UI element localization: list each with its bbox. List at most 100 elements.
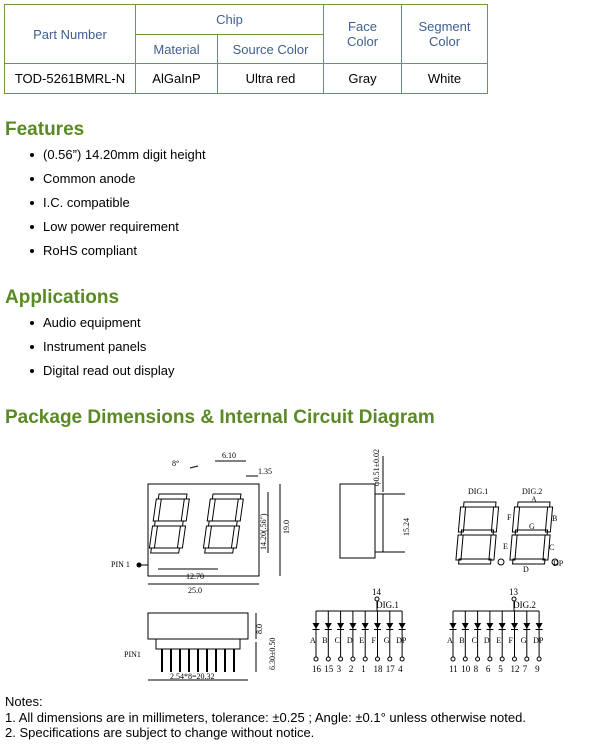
list-item: RoHS compliant (30, 243, 206, 267)
circuit-pin (475, 656, 481, 662)
segment-letter: E (496, 636, 501, 645)
segment-letter: D (484, 636, 490, 645)
segment-letter: DP (396, 636, 407, 645)
circuit-pin (512, 656, 517, 662)
circuit-pin (375, 656, 380, 662)
segment-letter: C (472, 636, 477, 645)
dig2-label: DIG.2 (522, 487, 542, 496)
header-part-number: Part Number (4, 4, 136, 64)
dim-pin-diameter: φ0.51±0.02 (372, 449, 381, 486)
circuit-pin (499, 656, 505, 662)
circuit-pin (462, 656, 468, 662)
circuit-common-pin (511, 596, 517, 602)
segment-letter: D (347, 636, 353, 645)
circuit-pin-number: 9 (535, 664, 540, 674)
diode-symbol (324, 623, 332, 629)
circuit-pin-number: 17 (386, 664, 396, 674)
circuit-pin-number: 16 (312, 664, 322, 674)
circuit-pin-number: 15 (324, 664, 334, 674)
seg-label-d: D (523, 565, 529, 574)
circuit-pin (487, 656, 493, 662)
segment-letter: B (459, 636, 464, 645)
diode-symbol (474, 623, 482, 629)
diode-symbol (449, 623, 457, 629)
diode-symbol (312, 623, 320, 629)
segment-letter: F (509, 636, 514, 645)
segment-letter: G (384, 636, 390, 645)
note-item: 1. All dimensions are in millimeters, to… (5, 709, 526, 725)
header-chip: Chip (135, 4, 324, 35)
dig1-label: DIG.1 (468, 487, 488, 496)
circuit-pin-number: 1 (361, 664, 366, 674)
applications-heading: Applications (5, 287, 120, 308)
diode-symbol (486, 623, 494, 629)
package-diagram: 8° 6.10 1.35 14.20(.56") 19.0 12.70 25.0… (111, 449, 564, 681)
dim-digit-width: 6.10 (222, 451, 236, 460)
dim-pin-span: 2.54*8=20.32 (170, 672, 215, 681)
circuit-pin (338, 656, 344, 662)
circuit-pin (399, 656, 405, 662)
digit-diagram-1 (455, 501, 500, 565)
dim-pin-spacing: 15.24 (402, 518, 411, 536)
dim-bottom-height: 8.0 (255, 624, 264, 634)
dp-dot-2 (551, 558, 559, 566)
header-material: Material (135, 34, 218, 64)
circuit-digit-label: DIG.2 (513, 600, 536, 610)
features-heading: Features (5, 119, 85, 140)
segment-letter: G (521, 636, 527, 645)
header-source-color: Source Color (217, 34, 324, 64)
seg-label-e: E (503, 542, 508, 551)
notes-block: Notes: 1. All dimensions are in millimet… (5, 694, 526, 741)
dim-pitch: 12.70 (186, 572, 204, 581)
segment-letter: F (372, 636, 377, 645)
segment-letter: E (359, 636, 364, 645)
circuit-common-pin-number: 14 (372, 587, 382, 597)
note-item: 2. Specifications are subject to change … (5, 725, 315, 740)
dim-slant: 1.35 (258, 467, 272, 476)
dim-pin-length: 6.30±0.50 (268, 638, 277, 670)
circuit-pin-number: 7 (523, 664, 528, 674)
circuit-pin (325, 656, 331, 662)
list-item: (0.56”) 14.20mm digit height (30, 147, 206, 171)
seg-label-b: B (552, 514, 557, 523)
circuit-pin-number: 18 (374, 664, 384, 674)
seg-label-g: G (529, 522, 535, 531)
circuit-pin-number: 5 (498, 664, 503, 674)
circuit-pin (362, 656, 368, 662)
segment-letter: A (447, 636, 453, 645)
side-view (339, 456, 405, 559)
circuit-pin-number: 8 (474, 664, 479, 674)
front-digit-2 (202, 493, 244, 554)
dim-digit-height: 14.20(.56") (259, 513, 268, 550)
seg-label-a: A (531, 495, 537, 504)
list-item: Common anode (30, 171, 206, 195)
circuit-pin (536, 656, 542, 662)
cell-part-number: TOD-5261BMRL-N (4, 63, 136, 94)
dim-body-height: 19.0 (282, 520, 291, 534)
segment-letter: B (322, 636, 327, 645)
notes-title: Notes: (5, 694, 43, 709)
circuit-pin-number: 12 (511, 664, 520, 674)
circuit-pin (524, 656, 530, 662)
cell-material: AlGaInP (135, 63, 218, 94)
seg-label-c: C (549, 543, 554, 552)
bottom-pin1-label: PIN1 (124, 650, 141, 659)
diode-symbol (349, 623, 357, 629)
features-list: (0.56”) 14.20mm digit height Common anod… (30, 147, 206, 267)
diode-symbol (461, 623, 469, 629)
list-item: Audio equipment (30, 315, 175, 339)
circuit-common-pin-number: 13 (509, 587, 519, 597)
circuit-common-pin (374, 596, 380, 602)
digit-diagram-2 (509, 501, 554, 565)
segment-letter: C (335, 636, 340, 645)
diode-symbol (511, 623, 518, 629)
seg-label-dp: DP (553, 559, 564, 568)
diode-symbol (374, 623, 381, 629)
diode-symbol (498, 623, 506, 629)
dp-dot-1 (497, 558, 505, 566)
circuit-pin (313, 656, 319, 662)
diode-symbol (398, 623, 406, 629)
